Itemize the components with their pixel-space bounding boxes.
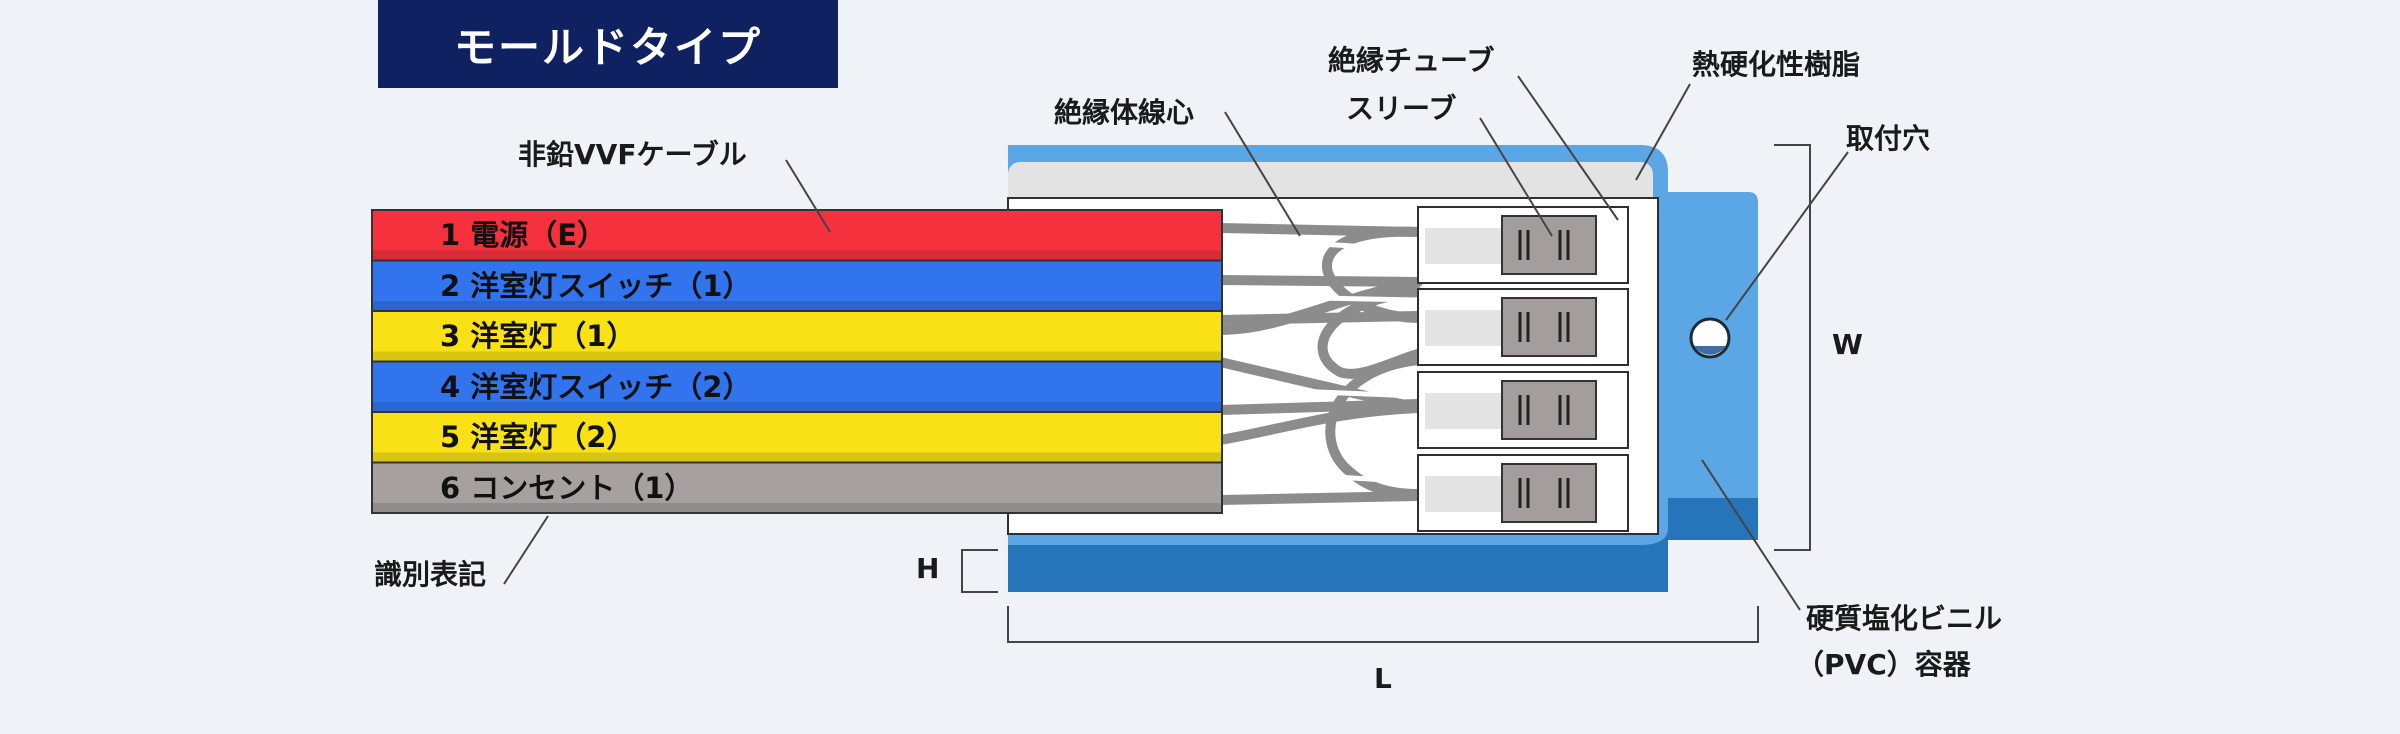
mount-hole-label: 取付穴	[1846, 122, 1931, 155]
pvc-label-line1: 硬質塩化ビニル	[1806, 602, 2003, 635]
cable-shade-1	[373, 250, 1221, 260]
cable-shade-4	[373, 402, 1221, 411]
cable-label-4: 4 洋室灯スイッチ（2）	[440, 369, 752, 404]
insulated-core-label: 絶縁体線心	[1054, 96, 1195, 129]
pvc-label-line2: （PVC）容器	[1796, 648, 1971, 681]
cable-label-2: 2 洋室灯スイッチ（1）	[440, 268, 752, 303]
w-dimension-label: W	[1832, 328, 1863, 361]
cable-4	[371, 360, 1223, 413]
insulating-tube-label: 絶縁チューブ	[1328, 44, 1495, 77]
identification-label: 識別表記	[374, 558, 487, 591]
cable-shade-2	[373, 301, 1221, 310]
h-dimension	[961, 549, 998, 593]
cable-label-6: 6 コンセント（1）	[440, 470, 694, 505]
vvf-cable-label: 非鉛VVFケーブル	[518, 138, 747, 171]
sleeve-1	[1501, 215, 1597, 275]
leader-lines	[503, 75, 1849, 611]
sleeve-3	[1501, 380, 1597, 440]
page-title: モールドタイプ	[378, 0, 838, 88]
w-dimension	[1774, 144, 1811, 551]
resin-label: 熱硬化性樹脂	[1692, 48, 1861, 81]
insulated-cores	[1215, 223, 1423, 505]
cable-shade-5	[373, 452, 1221, 462]
cable-label-3: 3 洋室灯（1）	[440, 319, 636, 353]
cable-shade-6	[373, 503, 1221, 512]
sleeve-2	[1501, 297, 1597, 357]
sleeve-label: スリーブ	[1346, 92, 1457, 125]
cable-label-1: 1 電源（E）	[440, 218, 607, 252]
cable-label-5: 5 洋室灯（2）	[440, 420, 636, 454]
sleeve-4	[1501, 463, 1597, 523]
l-dimension-label: L	[1374, 662, 1392, 695]
cable-5	[371, 411, 1223, 464]
mount-hole-shade	[1694, 346, 1726, 355]
cable-2	[371, 259, 1223, 312]
cable-6	[371, 461, 1223, 514]
container-flange-dark	[1668, 498, 1758, 540]
l-dimension	[1007, 606, 1759, 643]
tube-1	[1417, 206, 1629, 284]
tube-2	[1417, 288, 1629, 366]
h-dimension-label: H	[916, 552, 940, 585]
vvf-cable-bundle	[371, 209, 1223, 514]
white-cores	[1219, 235, 1419, 485]
tube-3	[1417, 371, 1629, 449]
dimension-lines	[961, 144, 1811, 643]
tube-4	[1417, 454, 1629, 532]
cable-shade-3	[373, 351, 1221, 361]
